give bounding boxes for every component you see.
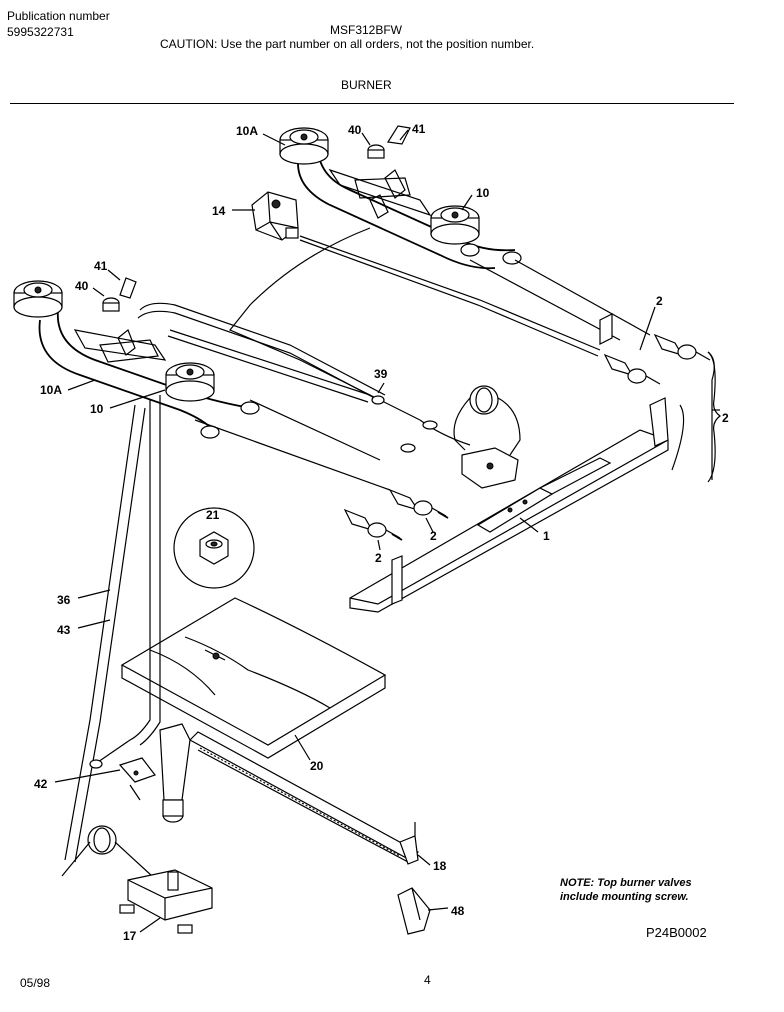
caution-text: CAUTION: Use the part number on all orde… (160, 37, 535, 51)
callout-1: 1 (543, 529, 550, 543)
burner-10-top (430, 205, 480, 245)
manifold-1 (349, 313, 669, 613)
callout-39: 39 (374, 367, 388, 381)
model-number: MSF312BFW (330, 23, 403, 37)
callout-20: 20 (310, 759, 324, 773)
diagram-code: P24B0002 (646, 925, 707, 940)
tubes-36-43 (64, 395, 161, 863)
footer-date: 05/98 (20, 976, 50, 990)
callout-2-top: 2 (656, 294, 663, 308)
callout-40-left: 40 (75, 279, 89, 293)
brace-2 (707, 351, 721, 483)
callout-41-left: 41 (94, 259, 108, 273)
burner-10a-top (279, 127, 329, 165)
callout-10a-left: 10A (40, 383, 62, 397)
valve-2-lower-left (343, 508, 403, 541)
publication-number: 5995322731 (7, 25, 74, 39)
note-line-1: NOTE: Top burner valves (560, 877, 692, 889)
note-line-2: include mounting screw. (560, 891, 689, 903)
header-rule (10, 103, 734, 104)
callout-43: 43 (57, 623, 71, 637)
burner-10a-left (13, 280, 63, 318)
top-burner-assembly (279, 127, 522, 270)
callout-2-mid: 2 (430, 529, 437, 543)
section-title: BURNER (341, 78, 392, 92)
callout-42: 42 (34, 777, 48, 791)
callout-2-low: 2 (375, 551, 382, 565)
callout-18: 18 (433, 859, 447, 873)
footer-page: 4 (424, 973, 431, 987)
part-40-41-top (367, 125, 411, 159)
left-burner-assembly (13, 280, 260, 439)
callout-17: 17 (123, 929, 137, 943)
valve-2-upper (603, 353, 661, 385)
part-40-41-left (102, 277, 137, 312)
callout-21: 21 (206, 508, 220, 522)
callout-36: 36 (57, 593, 71, 607)
thermocouple-39 (167, 329, 521, 489)
callout-10-top: 10 (476, 186, 490, 200)
callout-48: 48 (451, 904, 465, 918)
bracket-48 (397, 887, 431, 935)
thermostat-17 (61, 825, 213, 934)
flame-spreader-20 (120, 597, 387, 759)
valves-2 (343, 333, 715, 541)
gas-tubing (137, 227, 651, 491)
regulator-14 (251, 191, 299, 241)
valve-2-lower-right (388, 488, 449, 519)
publication-label: Publication number (7, 9, 110, 23)
callout-14: 14 (212, 204, 226, 218)
callout-10a-top: 10A (236, 124, 258, 138)
pilot-assembly-42 (118, 723, 191, 823)
callout-10-left: 10 (90, 402, 104, 416)
oven-burner-18 (189, 731, 419, 865)
part-21-nut (173, 507, 255, 589)
callout-40-top: 40 (348, 123, 362, 137)
callout-41-top: 41 (412, 122, 426, 136)
leader-lines (54, 129, 720, 933)
burner-10-left (165, 362, 215, 402)
valve-2-far-right (653, 333, 711, 361)
callout-2-right: 2 (722, 411, 729, 425)
